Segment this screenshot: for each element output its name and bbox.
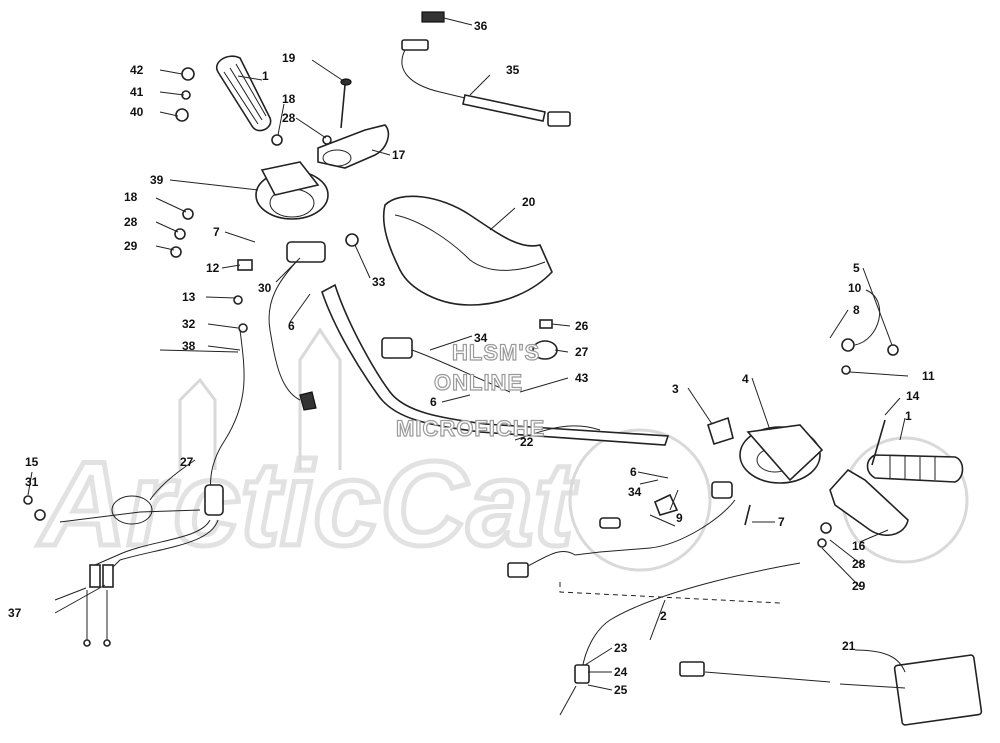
- callout-39: 39: [150, 173, 164, 187]
- callout-30: 30: [258, 281, 272, 295]
- callout-29-right: 29: [852, 579, 866, 593]
- callout-17: 17: [392, 148, 406, 162]
- callout-18-top: 18: [282, 92, 296, 106]
- callout-27-right: 27: [575, 345, 589, 359]
- handlebar-assembly: [23, 11, 983, 726]
- callout-22: 22: [520, 435, 534, 449]
- callout-28-left: 28: [124, 215, 138, 229]
- callout-16: 16: [852, 539, 866, 553]
- callout-32: 32: [182, 317, 196, 331]
- callout-13: 13: [182, 290, 196, 304]
- callout-33: 33: [372, 275, 386, 289]
- callout-27-left: 27: [180, 455, 194, 469]
- callout-11: 11: [922, 369, 935, 383]
- callout-23: 23: [614, 641, 628, 655]
- callout-19: 19: [282, 51, 296, 65]
- callout-35: 35: [506, 63, 520, 77]
- leader-lines: [27, 17, 909, 691]
- callout-15: 15: [25, 455, 39, 469]
- callout-2: 2: [660, 609, 667, 623]
- callout-10: 10: [848, 281, 862, 295]
- callout-36: 36: [474, 19, 488, 33]
- callout-6-c: 6: [630, 465, 637, 479]
- callout-42: 42: [130, 63, 144, 77]
- callout-24: 24: [614, 665, 628, 679]
- callout-6-b: 6: [430, 395, 437, 409]
- callout-41: 41: [130, 85, 144, 99]
- callout-3: 3: [672, 382, 679, 396]
- callout-40: 40: [130, 105, 144, 119]
- callout-9: 9: [676, 511, 683, 525]
- callout-4: 4: [742, 372, 749, 386]
- callout-26: 26: [575, 319, 589, 333]
- callout-20: 20: [522, 195, 536, 209]
- callout-12: 12: [206, 261, 220, 275]
- callout-38: 38: [182, 339, 196, 353]
- callout-8: 8: [853, 303, 860, 317]
- watermark-line2: ONLINE: [434, 370, 523, 395]
- watermark-line1: HLSM'S: [452, 340, 540, 365]
- callout-28-right: 28: [852, 557, 866, 571]
- watermark-text: HLSM'S ONLINE MICROFICHE: [395, 339, 545, 441]
- callout-5: 5: [853, 261, 860, 275]
- callout-37: 37: [8, 606, 22, 620]
- callout-25: 25: [614, 683, 628, 697]
- callout-29-left: 29: [124, 239, 138, 253]
- watermark-logo: ArcticCat: [35, 327, 969, 574]
- callout-7-left: 7: [213, 225, 220, 239]
- callout-6-a: 6: [288, 319, 295, 333]
- watermark-line3: MICROFICHE: [396, 416, 545, 441]
- callout-7-right: 7: [778, 515, 785, 529]
- watermark-logo-text: ArcticCat: [37, 437, 579, 571]
- callout-34-top: 34: [474, 331, 488, 345]
- callout-18-left: 18: [124, 190, 138, 204]
- callout-labels: 1 1 2 3 4 5 6 6 6 6 7 7 8 9 10 11 12 13 …: [8, 19, 935, 697]
- callout-1-right-grip: 1: [905, 409, 912, 423]
- callout-1-left-grip: 1: [262, 69, 269, 83]
- callout-43: 43: [575, 371, 589, 385]
- callout-28-top: 28: [282, 111, 296, 125]
- callout-21: 21: [842, 639, 856, 653]
- callout-34-bottom: 34: [628, 485, 642, 499]
- callout-31: 31: [25, 475, 39, 489]
- callout-14: 14: [906, 389, 920, 403]
